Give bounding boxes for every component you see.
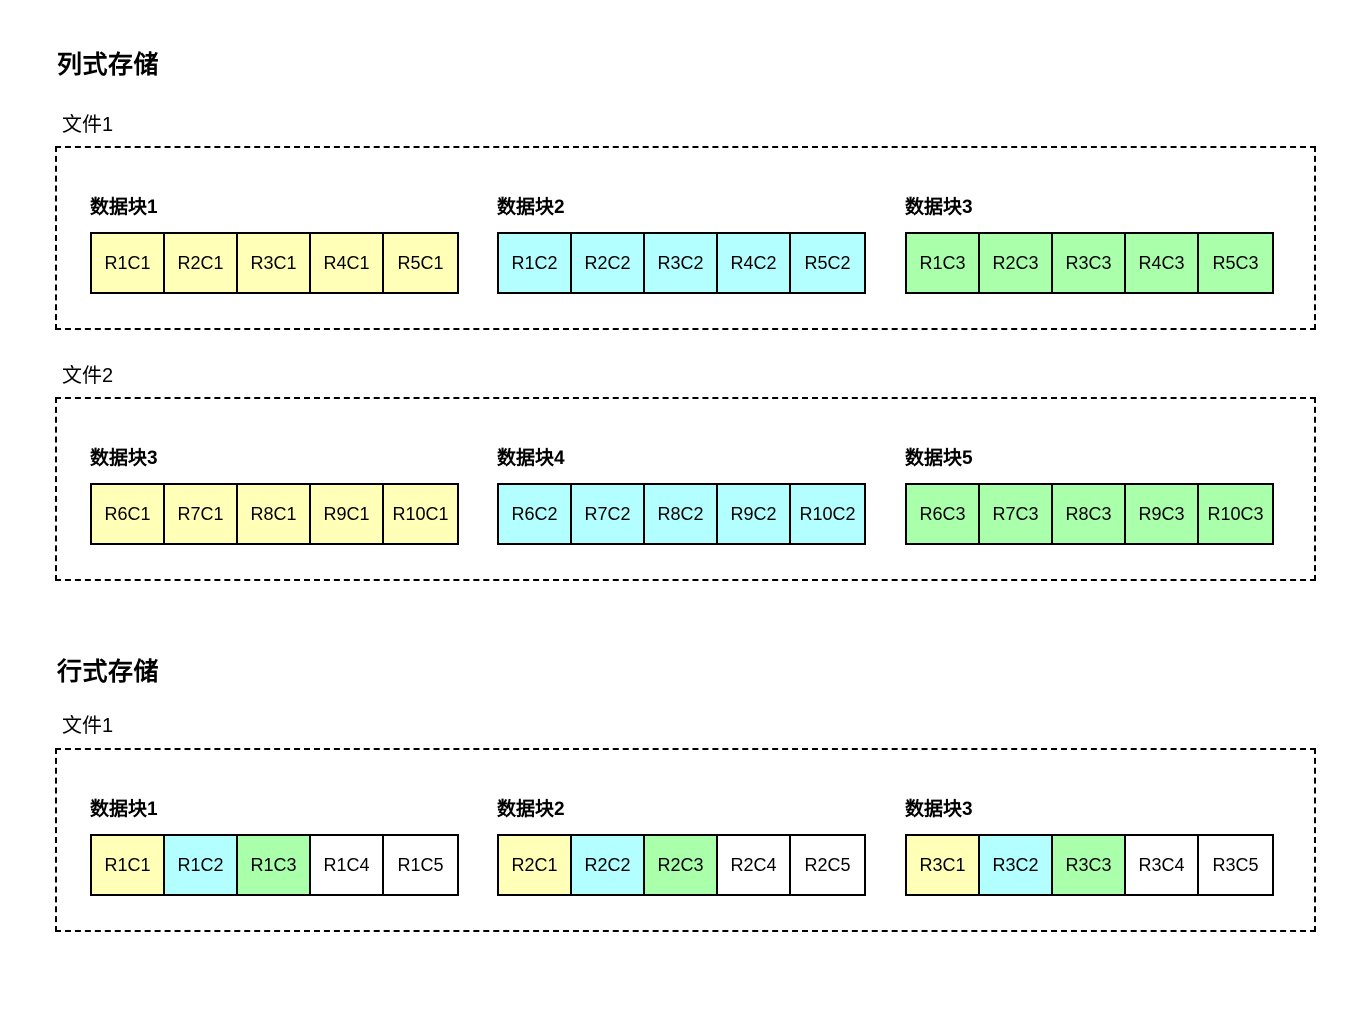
data-cell: R4C3 bbox=[1126, 234, 1199, 292]
data-cell: R3C3 bbox=[1053, 234, 1126, 292]
data-cell: R9C3 bbox=[1126, 485, 1199, 543]
file-label-columnar-file1: 文件1 bbox=[62, 114, 114, 136]
data-cell: R1C4 bbox=[311, 836, 384, 894]
data-block-cells: R1C3 R2C3 R3C3 R4C3 R5C3 bbox=[905, 232, 1274, 294]
file-container-row-file1: 数据块1 R1C1 R1C2 R1C3 R1C4 R1C5 数据块2 R2C1 … bbox=[55, 748, 1316, 932]
data-block-label: 数据块2 bbox=[497, 197, 565, 218]
data-cell: R2C5 bbox=[791, 836, 864, 894]
data-block-cells: R2C1 R2C2 R2C3 R2C4 R2C5 bbox=[497, 834, 866, 896]
file-container-columnar-file2: 数据块3 R6C1 R7C1 R8C1 R9C1 R10C1 数据块4 R6C2… bbox=[55, 397, 1316, 581]
data-cell: R5C1 bbox=[384, 234, 457, 292]
data-cell: R3C2 bbox=[980, 836, 1053, 894]
data-block-label: 数据块3 bbox=[905, 197, 973, 218]
data-cell: R1C1 bbox=[92, 836, 165, 894]
data-cell: R5C2 bbox=[791, 234, 864, 292]
data-cell: R6C1 bbox=[92, 485, 165, 543]
data-block-cells: R6C1 R7C1 R8C1 R9C1 R10C1 bbox=[90, 483, 459, 545]
data-cell: R1C2 bbox=[165, 836, 238, 894]
section-title-row-based: 行式存储 bbox=[57, 658, 160, 686]
data-block-label: 数据块3 bbox=[90, 448, 158, 469]
data-cell: R2C3 bbox=[645, 836, 718, 894]
data-block-label: 数据块5 bbox=[905, 448, 973, 469]
data-cell: R7C1 bbox=[165, 485, 238, 543]
data-cell: R4C1 bbox=[311, 234, 384, 292]
data-cell: R3C5 bbox=[1199, 836, 1272, 894]
data-cell: R5C3 bbox=[1199, 234, 1272, 292]
data-block-cells: R3C1 R3C2 R3C3 R3C4 R3C5 bbox=[905, 834, 1274, 896]
data-cell: R4C2 bbox=[718, 234, 791, 292]
data-block-label: 数据块2 bbox=[497, 799, 565, 820]
data-block-cells: R1C1 R2C1 R3C1 R4C1 R5C1 bbox=[90, 232, 459, 294]
data-cell: R9C1 bbox=[311, 485, 384, 543]
data-cell: R3C1 bbox=[238, 234, 311, 292]
data-cell: R3C2 bbox=[645, 234, 718, 292]
section-title-columnar: 列式存储 bbox=[57, 51, 160, 79]
data-cell: R6C2 bbox=[499, 485, 572, 543]
data-block-label: 数据块1 bbox=[90, 799, 158, 820]
data-cell: R7C3 bbox=[980, 485, 1053, 543]
file-container-columnar-file1: 数据块1 R1C1 R2C1 R3C1 R4C1 R5C1 数据块2 R1C2 … bbox=[55, 146, 1316, 330]
data-block-cells: R6C3 R7C3 R8C3 R9C3 R10C3 bbox=[905, 483, 1274, 545]
data-cell: R2C3 bbox=[980, 234, 1053, 292]
file-label-columnar-file2: 文件2 bbox=[62, 365, 114, 387]
data-cell: R10C3 bbox=[1199, 485, 1272, 543]
data-cell: R2C4 bbox=[718, 836, 791, 894]
data-block-cells: R1C2 R2C2 R3C2 R4C2 R5C2 bbox=[497, 232, 866, 294]
data-cell: R2C2 bbox=[572, 836, 645, 894]
data-cell: R7C2 bbox=[572, 485, 645, 543]
data-cell: R1C5 bbox=[384, 836, 457, 894]
data-cell: R2C1 bbox=[499, 836, 572, 894]
data-cell: R8C3 bbox=[1053, 485, 1126, 543]
data-cell: R9C2 bbox=[718, 485, 791, 543]
data-cell: R3C3 bbox=[1053, 836, 1126, 894]
data-cell: R10C1 bbox=[384, 485, 457, 543]
data-cell: R1C1 bbox=[92, 234, 165, 292]
data-block-label: 数据块1 bbox=[90, 197, 158, 218]
data-cell: R1C3 bbox=[907, 234, 980, 292]
file-label-row-file1: 文件1 bbox=[62, 715, 114, 737]
data-cell: R8C2 bbox=[645, 485, 718, 543]
data-cell: R2C1 bbox=[165, 234, 238, 292]
data-cell: R1C2 bbox=[499, 234, 572, 292]
data-cell: R10C2 bbox=[791, 485, 864, 543]
data-cell: R8C1 bbox=[238, 485, 311, 543]
data-cell: R3C1 bbox=[907, 836, 980, 894]
data-block-label: 数据块3 bbox=[905, 799, 973, 820]
data-cell: R1C3 bbox=[238, 836, 311, 894]
data-cell: R2C2 bbox=[572, 234, 645, 292]
data-block-cells: R1C1 R1C2 R1C3 R1C4 R1C5 bbox=[90, 834, 459, 896]
data-cell: R6C3 bbox=[907, 485, 980, 543]
data-block-cells: R6C2 R7C2 R8C2 R9C2 R10C2 bbox=[497, 483, 866, 545]
data-cell: R3C4 bbox=[1126, 836, 1199, 894]
data-block-label: 数据块4 bbox=[497, 448, 565, 469]
